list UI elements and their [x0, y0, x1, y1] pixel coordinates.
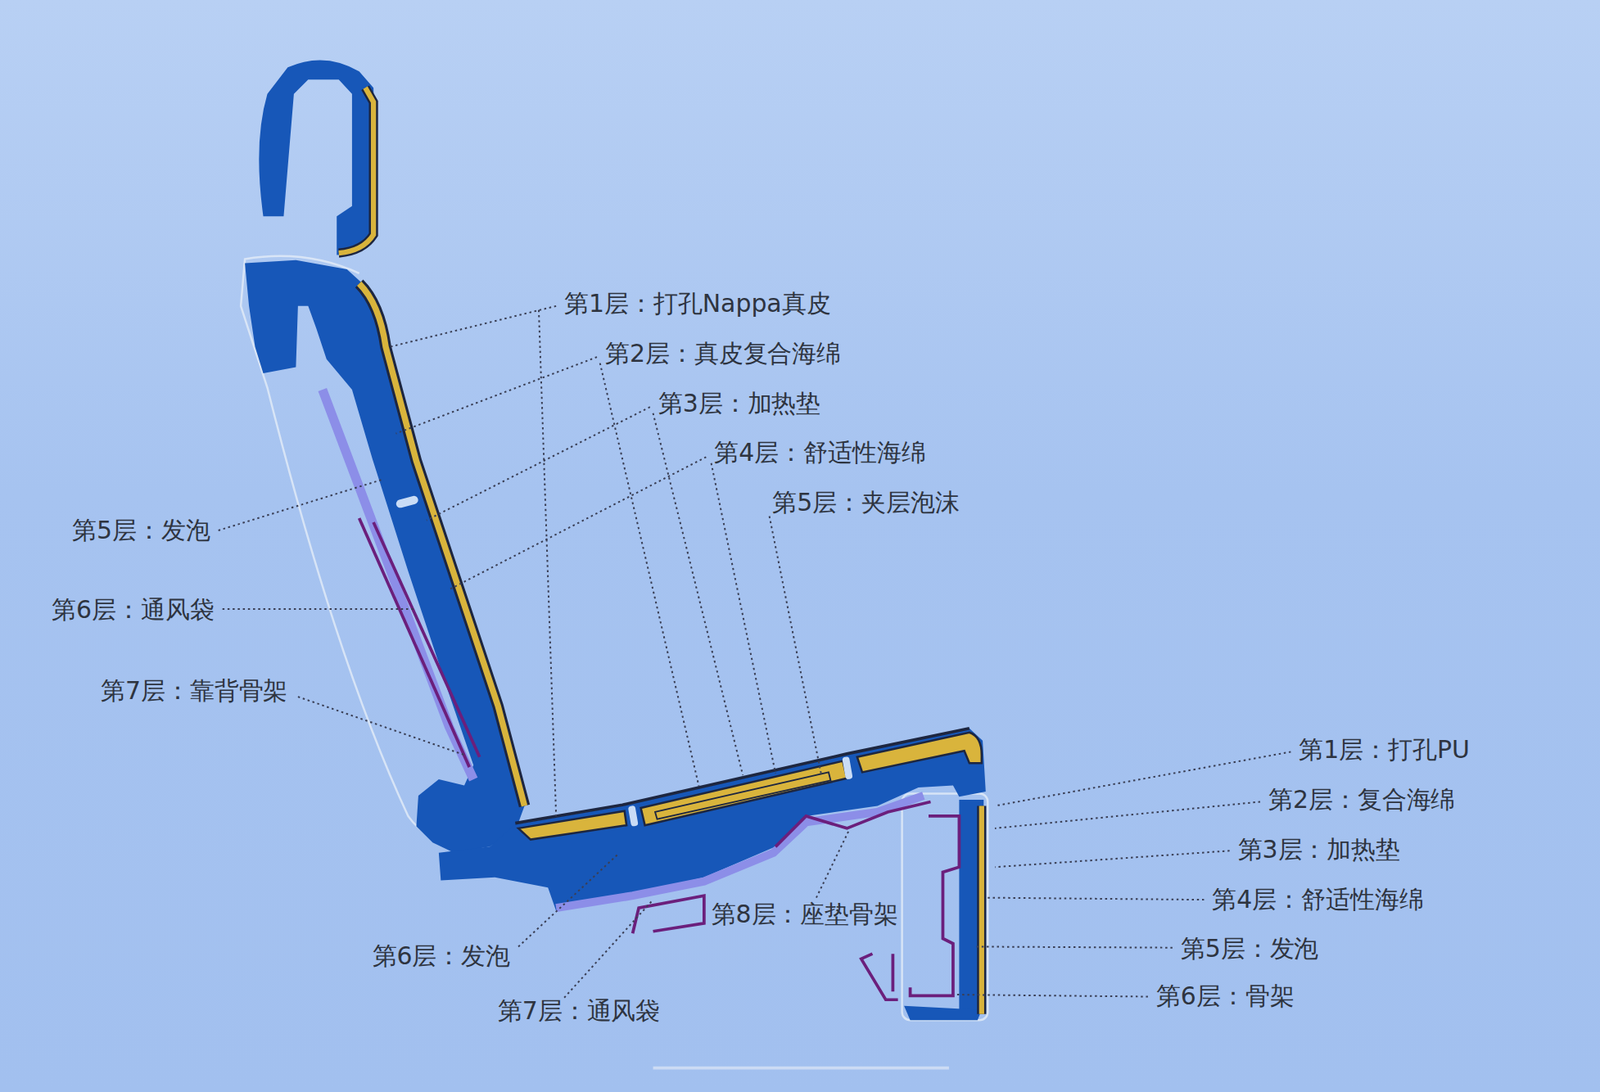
leader-line [389, 306, 556, 348]
leader-line [564, 899, 653, 999]
layer-label: 第2层：真皮复合海绵 [605, 341, 841, 367]
front-foam [903, 1006, 982, 1021]
leader-line [222, 608, 414, 611]
backrest-frame [373, 522, 480, 758]
front-frame [861, 953, 899, 1000]
leader-line [426, 406, 651, 520]
layer-label: 第1层：打孔Nappa真皮 [564, 291, 831, 317]
layer-label: 第5层：夹层泡沫 [772, 490, 959, 516]
front-outline [902, 794, 989, 1022]
layer-label: 第3层：加热垫 [1238, 837, 1401, 863]
leader-line [987, 898, 1204, 900]
backrest-frame [359, 518, 471, 768]
layer-label: 第7层：通风袋 [497, 998, 660, 1024]
seat-cover-segment [518, 811, 627, 841]
leader-line [994, 801, 1261, 828]
layer-label: 第7层：靠背骨架 [100, 678, 288, 704]
headrest-foam [258, 59, 378, 255]
leader-line [974, 946, 1173, 948]
layer-label: 第5层：发泡 [1180, 936, 1320, 962]
leader-line [518, 854, 618, 947]
layer-label: 第3层：加热垫 [658, 392, 821, 417]
leader-line [711, 463, 777, 774]
leader-line [994, 850, 1230, 868]
leader-line [953, 994, 1149, 997]
backrest-leather-edge [359, 283, 525, 806]
seat-slot [841, 756, 853, 781]
leader-line [538, 310, 556, 817]
front-cover [979, 805, 985, 1014]
bottom-bar [653, 1066, 950, 1071]
seat-interlayer-foam [655, 772, 831, 819]
layer-label: 第4层：舒适性海绵 [1211, 887, 1424, 913]
leader-lines [218, 306, 1292, 999]
leader-line [298, 696, 465, 755]
backrest-vent-bag [322, 389, 474, 780]
leader-line [816, 830, 850, 898]
layer-label: 第1层：打孔PU [1298, 737, 1469, 763]
seat-frame [775, 801, 931, 847]
headrest-cover-edge [338, 87, 374, 254]
layer-label: 第8层：座垫骨架 [711, 902, 899, 927]
front-frame [910, 816, 960, 996]
layer-label: 第6层：骨架 [1156, 985, 1295, 1010]
seat-frame [632, 895, 705, 934]
seat-slot [628, 805, 639, 828]
backrest-slot [395, 495, 420, 510]
headrest-cover [338, 87, 374, 254]
leader-line [448, 456, 706, 590]
leader-line [600, 363, 700, 787]
layer-label: 第5层：发泡 [72, 518, 211, 543]
leader-line [218, 479, 384, 531]
leader-line [994, 751, 1291, 806]
layer-label: 第4层：舒适性海绵 [714, 440, 926, 466]
layer-label: 第2层：复合海绵 [1268, 787, 1456, 813]
backrest-leather [359, 283, 525, 806]
leader-line [769, 516, 823, 777]
seat-foam [438, 728, 986, 912]
layer-label: 第6层：发泡 [372, 944, 511, 969]
front-cover-edge [976, 805, 986, 1014]
layer-label: 第6层：通风袋 [51, 597, 214, 623]
leader-line [396, 357, 597, 434]
leader-line [653, 413, 744, 776]
backrest-foam [244, 260, 525, 854]
